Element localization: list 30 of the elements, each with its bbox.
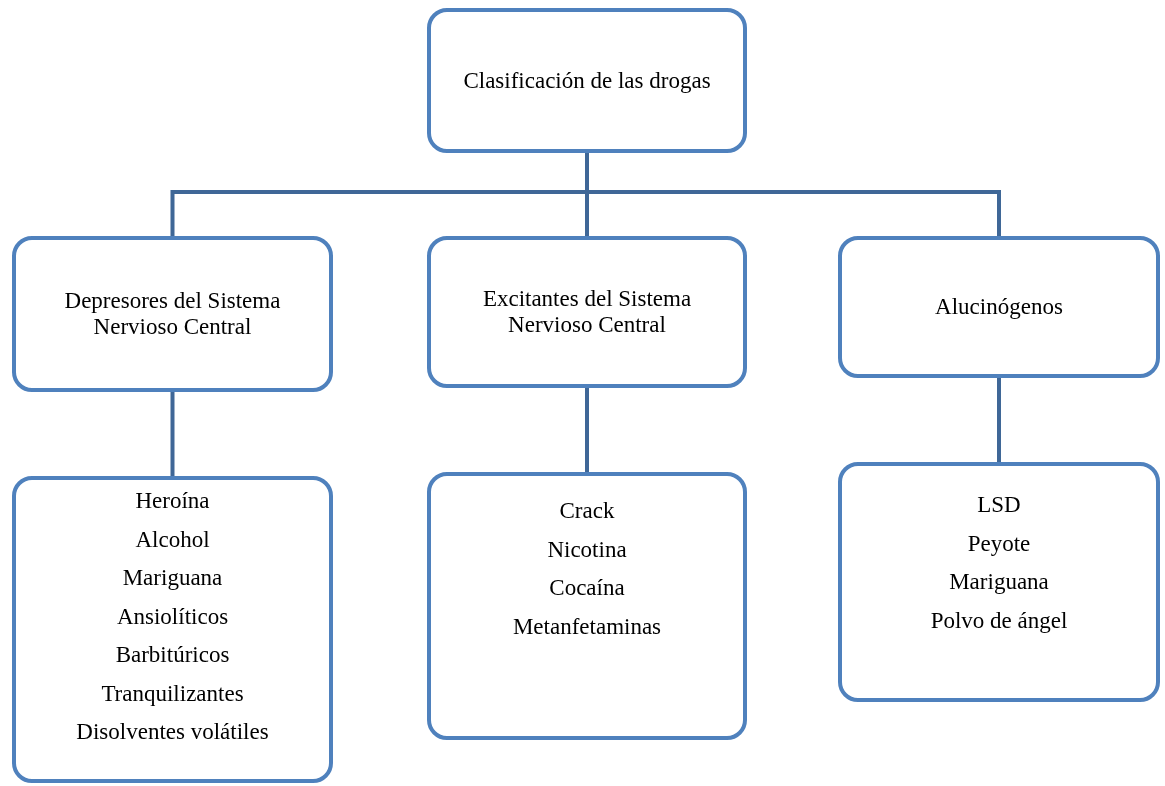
list-item-text: Peyote (967, 529, 1031, 558)
list-item-text: Mariguana (949, 568, 1049, 596)
box-title: Excitantes del Sistema Nervioso Central (481, 286, 693, 338)
list-item-text: Alcohol (135, 525, 210, 554)
box-title: Depresores del Sistema Nervioso Central (63, 288, 282, 340)
category-box (427, 8, 747, 153)
connector-line (585, 153, 1001, 236)
connector-line (997, 378, 1001, 462)
list-item-text: Tranquilizantes (101, 679, 244, 708)
list-item-text: Cocaína (549, 574, 625, 602)
list-item-text: Metanfetaminas (512, 612, 662, 641)
category-box (427, 236, 747, 388)
list-item-text: Barbitúricos (115, 641, 230, 669)
list-box (12, 476, 333, 783)
list-item-text: Heroína (135, 487, 210, 515)
list-item-text: Nicotina (547, 535, 627, 564)
list-item-text: Ansiolíticos (116, 602, 229, 631)
connector-line (585, 388, 589, 472)
list-item-text: Crack (559, 497, 615, 525)
box-title: Clasificación de las drogas (463, 67, 711, 94)
list-item-text: Polvo de ángel (930, 606, 1068, 635)
list-box (427, 472, 747, 740)
category-box (838, 236, 1160, 378)
list-item-text: Disolventes volátiles (76, 718, 269, 746)
connector-line (170, 392, 175, 476)
list-item-text: LSD (977, 491, 1021, 519)
list-box (838, 462, 1160, 702)
box-title: Alucinógenos (935, 294, 1063, 320)
list-item-text: Mariguana (122, 564, 223, 592)
category-box (12, 236, 333, 392)
